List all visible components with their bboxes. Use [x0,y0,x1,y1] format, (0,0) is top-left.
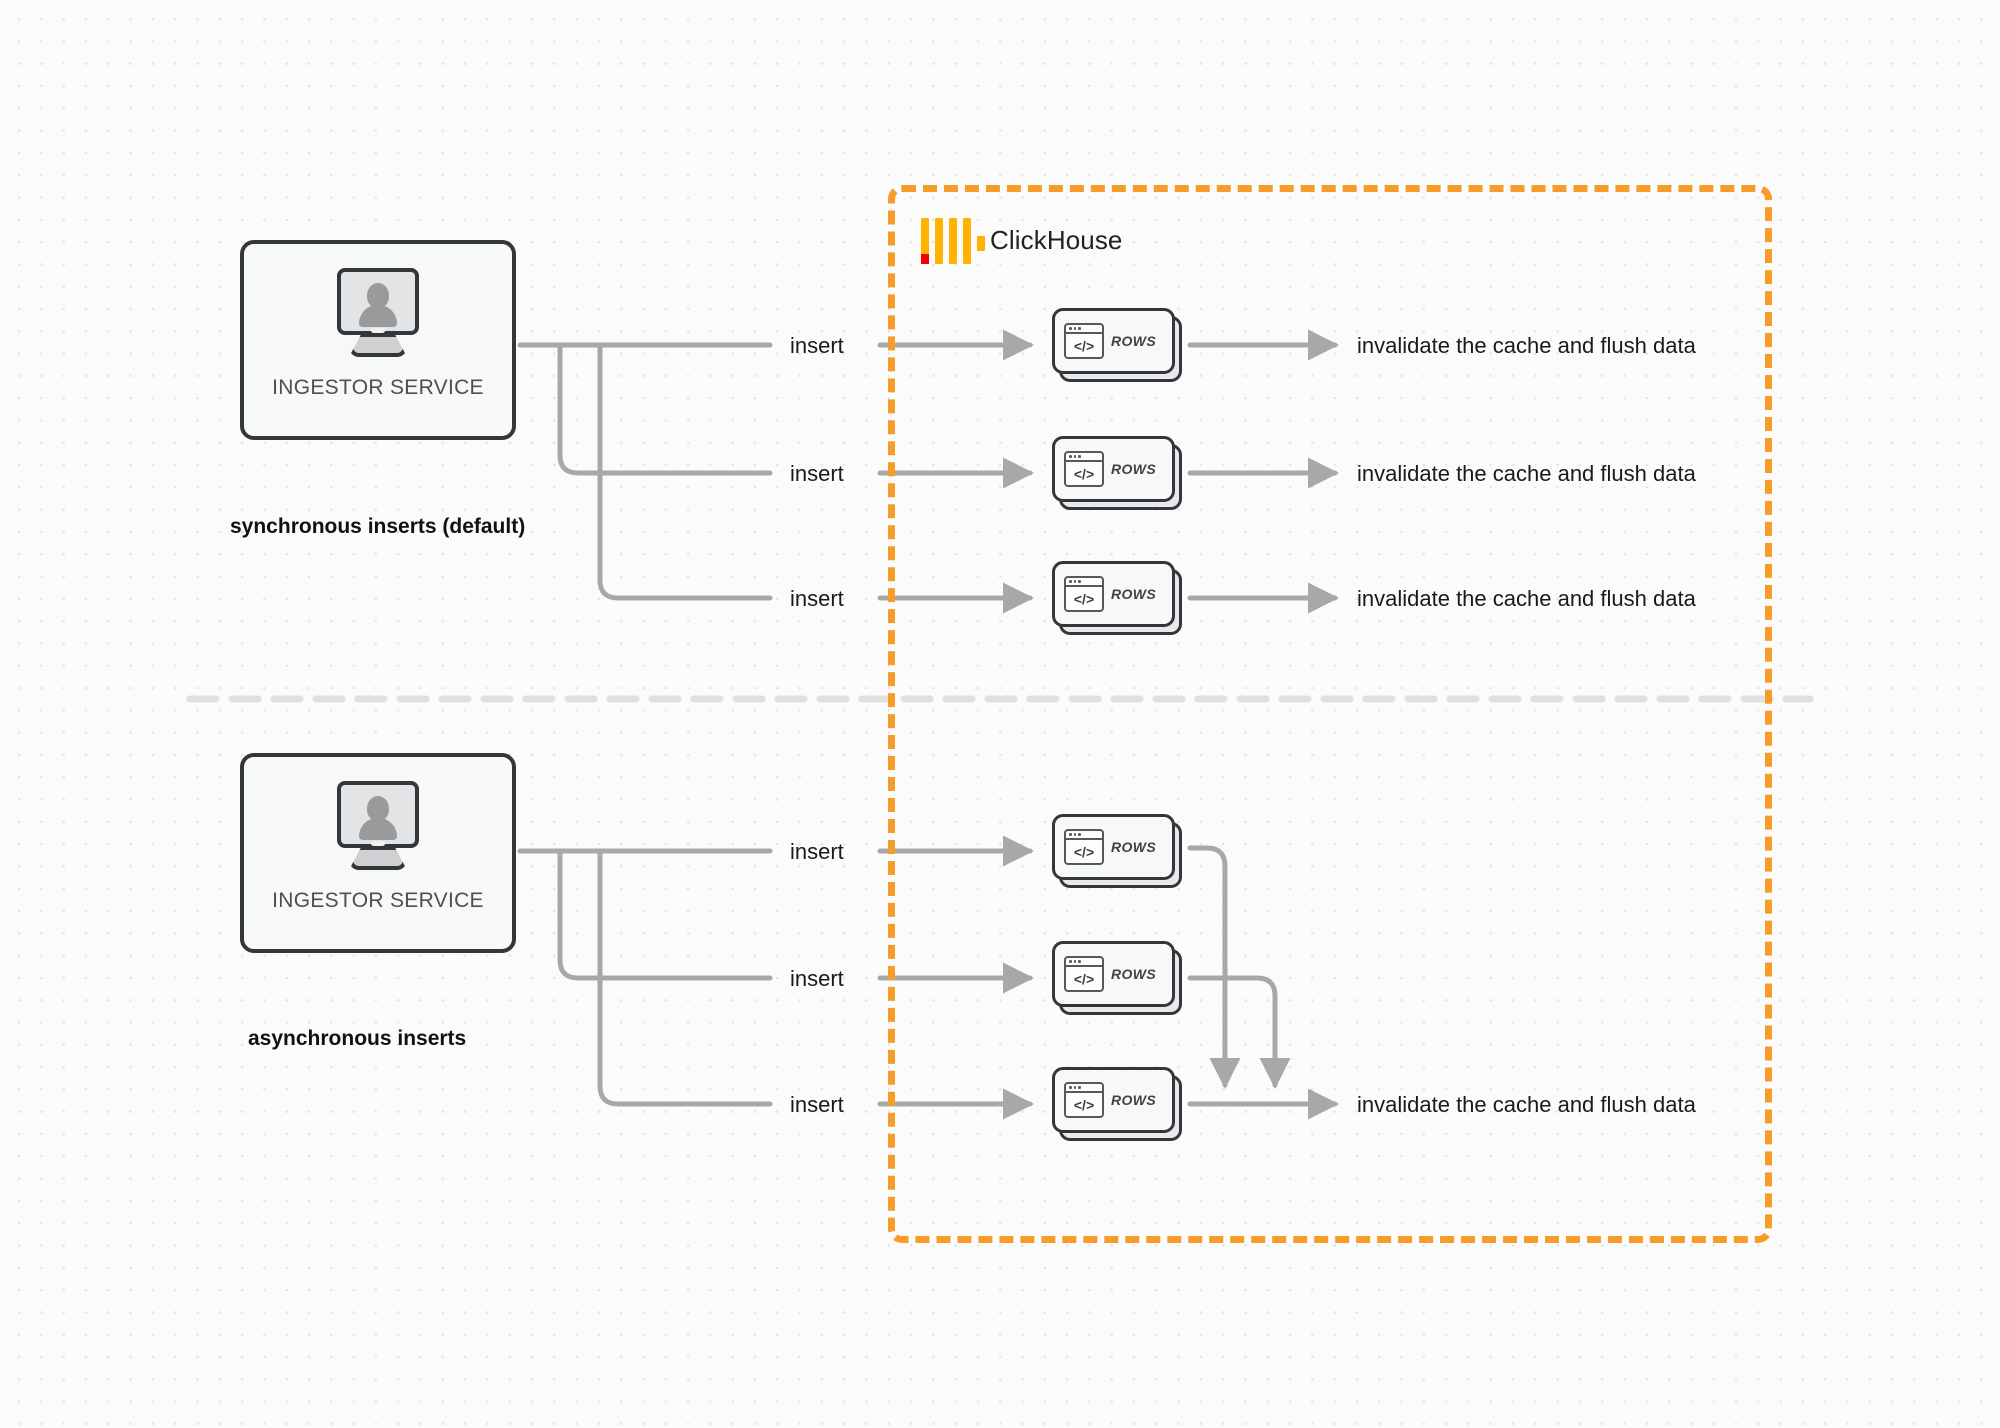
clickhouse-label: ClickHouse [990,224,1123,255]
code-window-icon: </> [1064,451,1104,487]
monitor-user-icon [329,781,427,873]
rows-card-async-1[interactable]: </> ROWS [1052,814,1182,888]
ingestor-service-label-async: INGESTOR SERVICE [272,889,484,912]
ingestor-service-label-sync: INGESTOR SERVICE [272,376,484,399]
rows-label: ROWS [1111,586,1157,602]
rows-label: ROWS [1111,1092,1157,1108]
insert-label-async-3: insert [790,1092,844,1117]
insert-label-sync-1: insert [790,333,844,358]
async-branch-3 [597,848,773,1107]
rows-card-async-2[interactable]: </> ROWS [1052,941,1182,1015]
async-merge-line-2 [1187,975,1291,1089]
insert-label-async-1: insert [790,839,844,864]
flush-label-sync-2: invalidate the cache and flush data [1357,461,1696,486]
sync-branch-2 [557,342,773,476]
flush-label-sync-3: invalidate the cache and flush data [1357,586,1696,611]
insert-label-sync-3: insert [790,586,844,611]
ingestor-service-sync[interactable]: INGESTOR SERVICE [240,240,516,440]
rows-label: ROWS [1111,839,1157,855]
async-merge-line-1 [1187,845,1241,1089]
clickhouse-boundary [888,185,1772,1243]
rows-card-sync-1[interactable]: </> ROWS [1052,308,1182,382]
rows-label: ROWS [1111,333,1157,349]
monitor-user-icon [329,268,427,360]
ingestor-service-async[interactable]: INGESTOR SERVICE [240,753,516,953]
rows-label: ROWS [1111,461,1157,477]
code-window-icon: </> [1064,956,1104,992]
rows-card-async-3[interactable]: </> ROWS [1052,1067,1182,1141]
insert-label-async-2: insert [790,966,844,991]
code-window-icon: </> [1064,576,1104,612]
code-window-icon: </> [1064,829,1104,865]
flush-label-async-merged: invalidate the cache and flush data [1357,1092,1696,1117]
code-window-icon: </> [1064,1082,1104,1118]
rows-card-sync-2[interactable]: </> ROWS [1052,436,1182,510]
rows-card-sync-3[interactable]: </> ROWS [1052,561,1182,635]
clickhouse-logo-icon [920,216,985,264]
clickhouse-brand: ClickHouse [920,216,1123,264]
caption-asynchronous: asynchronous inserts [248,1027,467,1050]
code-window-icon: </> [1064,323,1104,359]
flush-label-sync-1: invalidate the cache and flush data [1357,333,1696,358]
caption-synchronous: synchronous inserts (default) [230,515,526,538]
async-branch-2 [557,848,773,981]
rows-label: ROWS [1111,966,1157,982]
insert-label-sync-2: insert [790,461,844,486]
sync-branch-3 [597,342,773,601]
